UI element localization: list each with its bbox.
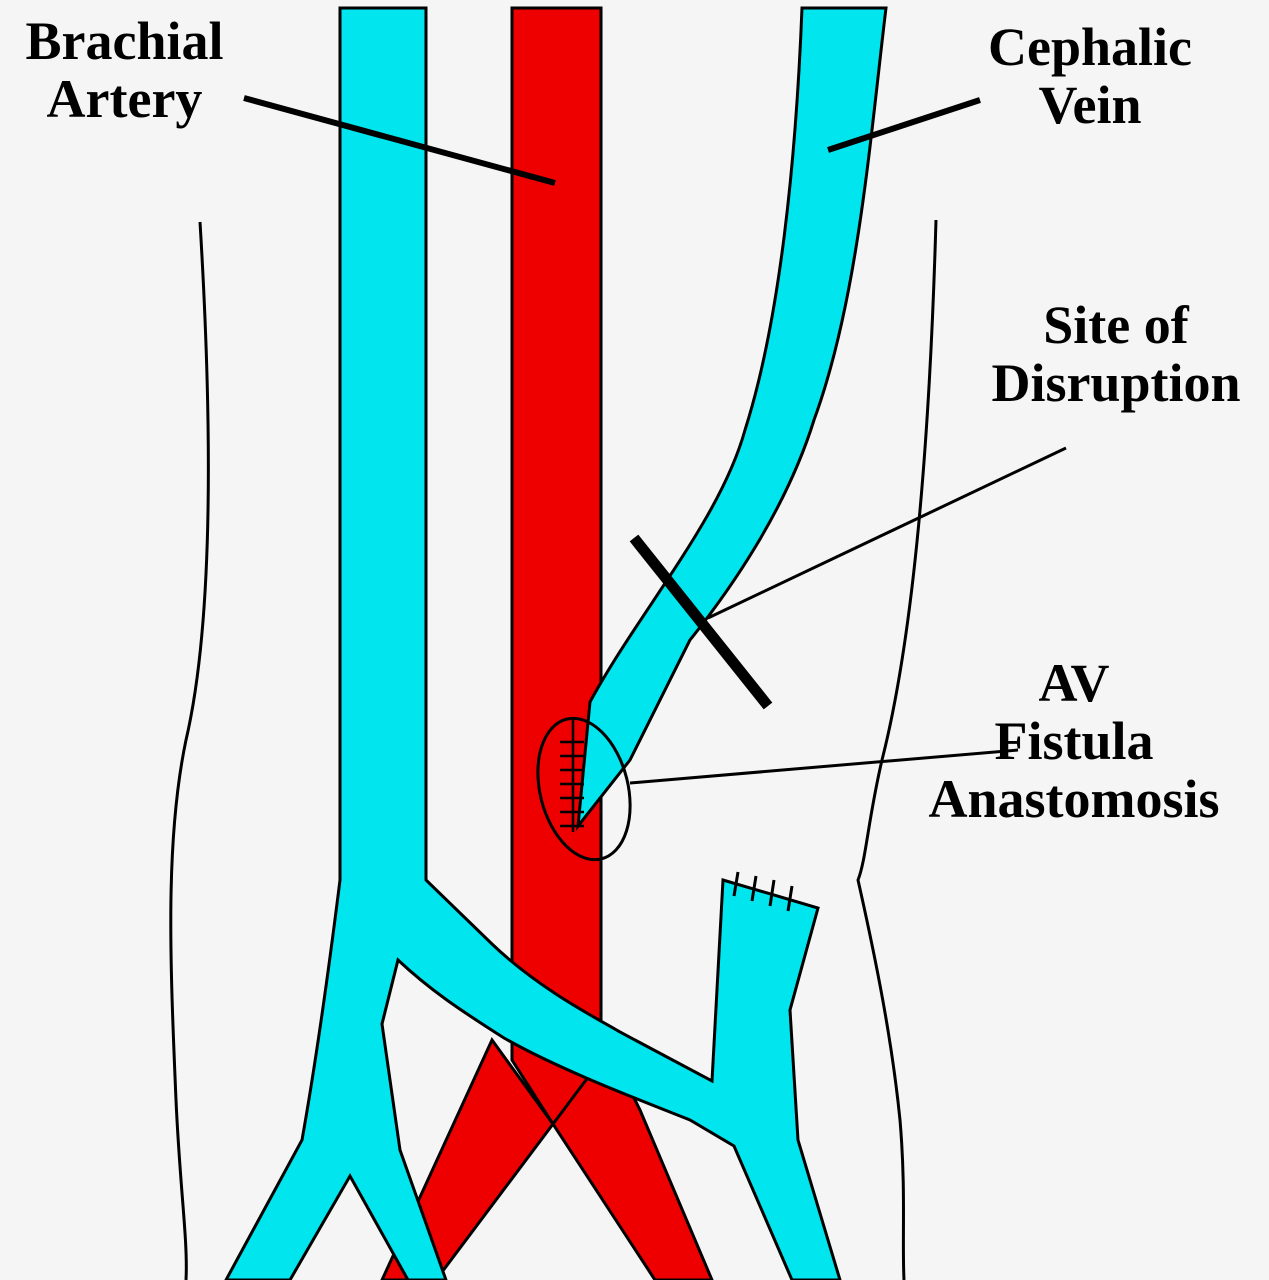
stump-sutures [732,871,794,912]
label-av-line-1: AV [1038,653,1110,713]
label-disruption-line-2: Disruption [991,353,1241,413]
label-av-line-3: Anastomosis [928,769,1220,829]
leader-disruption [707,446,1067,620]
label-brachial-line-2: Artery [46,69,203,129]
anastomosis-circle [536,716,632,862]
label-cephalic-line-2: Vein [1038,75,1142,135]
leader-brachial-artery [243,95,556,186]
vein-left-trunk [224,6,842,1280]
label-brachial-artery: Brachial Artery [2,12,247,128]
label-site-of-disruption: Site of Disruption [966,296,1266,412]
label-disruption-line-1: Site of [1043,295,1189,355]
label-cephalic-vein: Cephalic Vein [960,18,1220,134]
brachial-artery [510,6,603,1127]
label-cephalic-line-1: Cephalic [987,17,1192,77]
anastomosis-sutures [560,720,584,832]
disruption-bar [629,534,773,710]
cephalic-vein [576,6,888,831]
label-brachial-line-1: Brachial [25,11,224,71]
arm-outline-left [169,221,210,1280]
leader-cephalic-vein [827,97,981,153]
leader-av-fistula [629,748,1019,785]
arm-outline-right [856,219,938,1280]
label-av-fistula-anastomosis: AV Fistula Anastomosis [896,654,1252,828]
label-av-line-2: Fistula [994,711,1154,771]
